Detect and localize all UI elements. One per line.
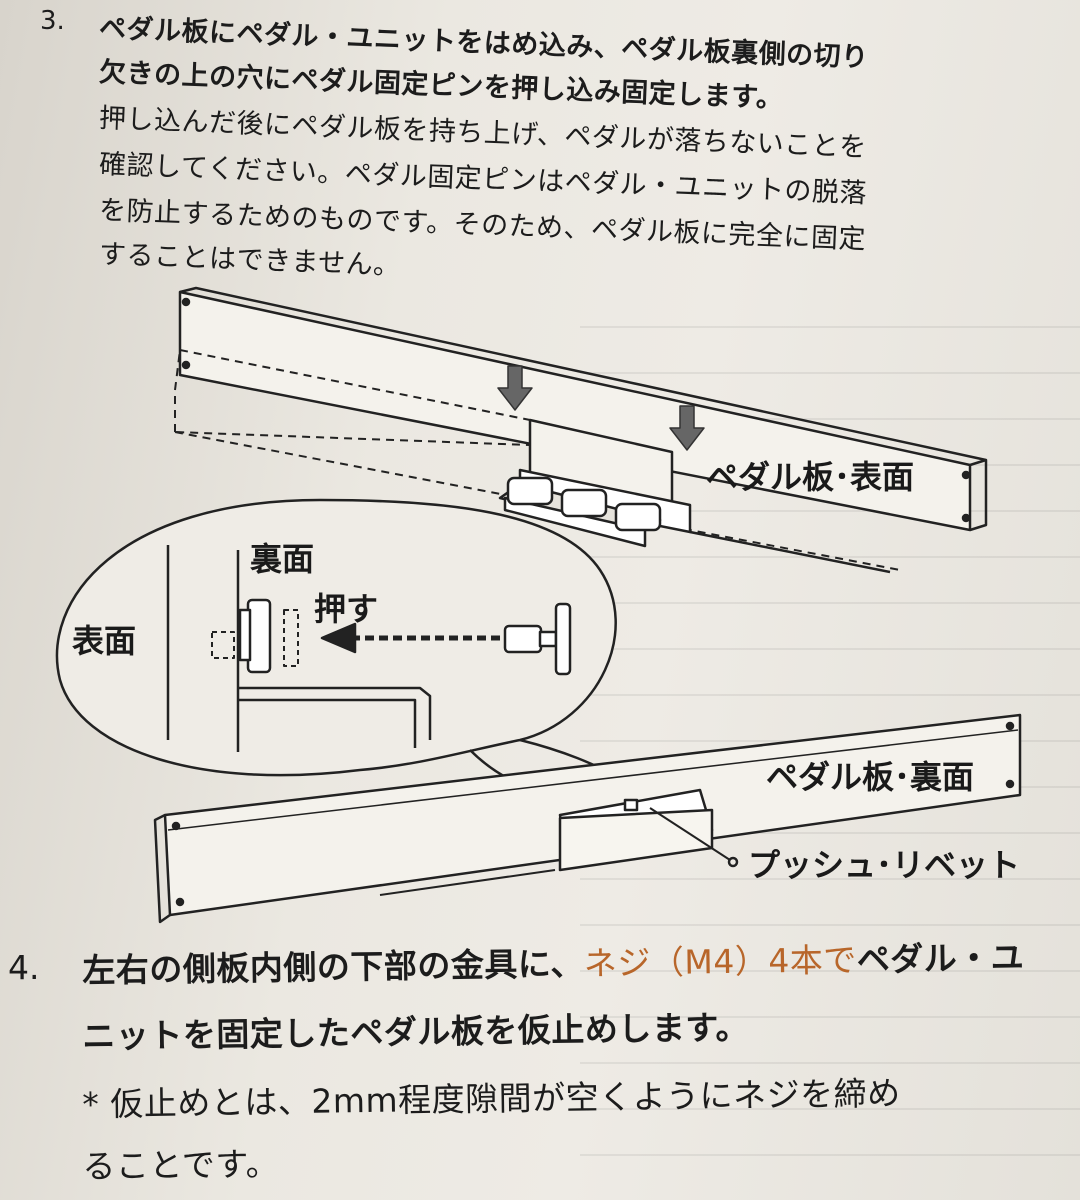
- zoom-callout: [55, 498, 621, 795]
- down-arrows: [497, 365, 705, 451]
- label-pedal-board-front: ペダル板･表面: [706, 458, 915, 496]
- label-pedal-board-back: ペダル板･裏面: [766, 758, 975, 796]
- pedal-board-diagram: [55, 286, 1022, 924]
- label-front-side: 表面: [72, 622, 137, 660]
- step-4-note-line-2: ることです。: [82, 1144, 280, 1186]
- label-back-side: 裏面: [250, 540, 315, 578]
- label-push: 押す: [314, 590, 379, 628]
- step-4-number: 4.: [8, 948, 40, 987]
- step-3-number: 3.: [40, 6, 65, 36]
- pedal-unit-illustration: [498, 418, 891, 574]
- back-board-illustration: [153, 713, 1022, 924]
- step-4-line-1-c: ペダル・ユ: [856, 937, 1025, 980]
- step-4-line-1-b: ネジ（M4）4本で: [583, 940, 858, 983]
- step-4-line-2: ニットを固定したペダル板を仮止めします。: [82, 1007, 750, 1056]
- step-4-line-1-a: 左右の側板内側の下部の金具に、: [82, 943, 585, 990]
- label-push-rivet: プッシュ･リベット: [748, 846, 1021, 884]
